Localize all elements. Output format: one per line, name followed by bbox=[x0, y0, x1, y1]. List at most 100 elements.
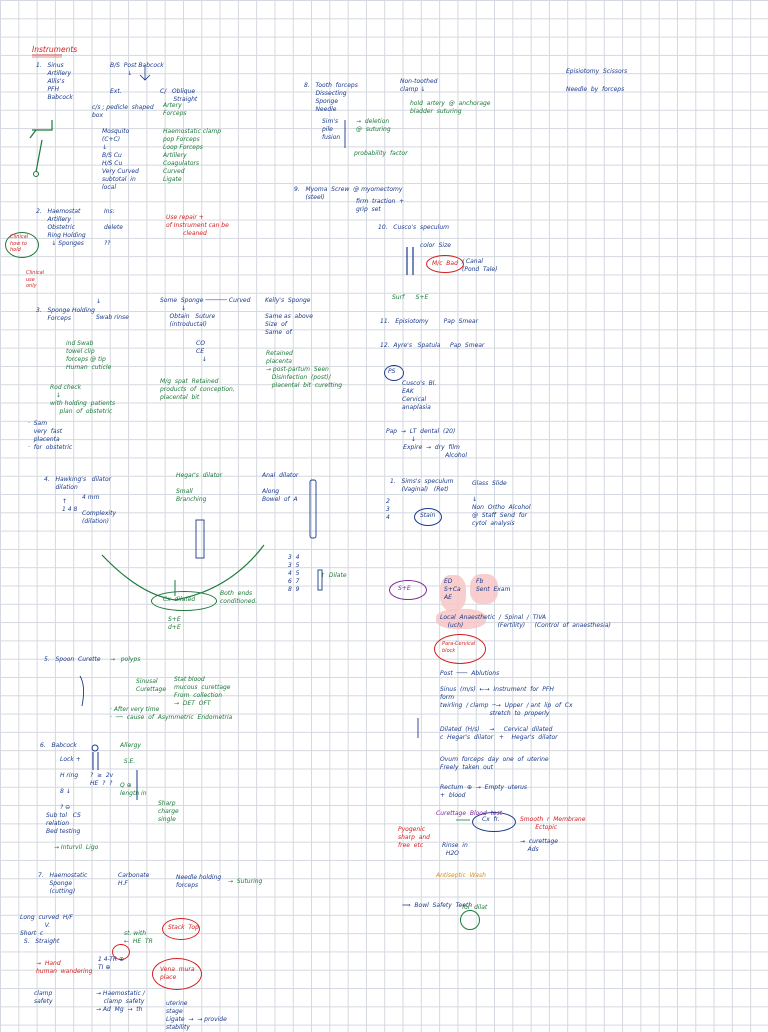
note-r15-e: Post ─── Ablutions bbox=[440, 670, 500, 677]
note-r8-d: → Haemostatic / clamp safety → Ad Mg → t… bbox=[96, 990, 145, 1013]
note-r6-c: Sub tol CS relation Bed testing bbox=[46, 812, 81, 835]
note-r15-circle: Cx fr. bbox=[482, 816, 500, 823]
note-r11-c: / Canal (Pond Tale) bbox=[462, 258, 498, 273]
note-r3-side: · Sam very fast placenta · for obstetric bbox=[28, 420, 73, 451]
note-r6-d: → Inturvil Ligo bbox=[54, 844, 99, 851]
note-r13-b: Cusco's Bl. EAK Cervical anaplasia bbox=[402, 380, 437, 411]
clinical-circle bbox=[5, 232, 39, 258]
red-circle-3 bbox=[112, 944, 130, 960]
note-r1-list: 1. Sinus Artillery Allis's PFH Babcock bbox=[36, 62, 73, 101]
note-r8-b: 1 4-TR ⊕ TI ⊕ bbox=[98, 956, 125, 971]
note-r11-b: color Size bbox=[420, 242, 451, 249]
note-r5-a: → polyps bbox=[110, 656, 141, 663]
highlight-blob-3 bbox=[436, 609, 486, 629]
note-r5-c: Stat blood mucous curettage From collect… bbox=[174, 676, 231, 707]
note-r8-f: st. with ← HE TR bbox=[124, 930, 153, 945]
note-r1-g: Haemostatic clamp pop Forceps Loop Force… bbox=[163, 128, 222, 183]
note-r1-f: Artery Forceps bbox=[163, 102, 187, 117]
red-circle-2 bbox=[152, 958, 202, 990]
note-r15-p: for dilat bbox=[462, 904, 488, 911]
note-r3-h: Retained placenta → post-partum Seen Dis… bbox=[266, 350, 343, 389]
note-r2-circle: Clinical how to hold bbox=[10, 234, 29, 253]
stain-circle bbox=[414, 508, 442, 526]
note-r1-e: c/s ; pedicle shaped box bbox=[92, 104, 154, 119]
note-r6-e: Sharp charge single bbox=[158, 800, 179, 823]
note-r4-sne: S+E d+E bbox=[168, 616, 181, 631]
note-r5: 5. Spoon Curette bbox=[44, 656, 101, 663]
note-r11-red: M/c Bad bbox=[432, 260, 458, 267]
highlight-blob-1 bbox=[440, 575, 466, 611]
note-r3-f: Kelly's Sponge Same as above Size of Sam… bbox=[265, 297, 313, 336]
note-r15-d: Local Anaesthetic / Spinal / TIVA (uch) … bbox=[440, 614, 611, 629]
note-r11-sne: Surf S+E bbox=[392, 294, 429, 301]
note-r7-b: Carbonate H.F bbox=[118, 872, 150, 887]
cxfr-circle bbox=[472, 812, 516, 832]
note-r11: 10. Cusco's speculum bbox=[378, 224, 449, 231]
note-r4-list: 4. Hawking's dilator dilation bbox=[44, 476, 112, 491]
red-circle-1 bbox=[162, 918, 200, 940]
note-r13: 12. Ayre's Spatula Pap Smear bbox=[380, 342, 485, 349]
note-r3-list: 3. Sponge Holding Forceps bbox=[36, 307, 95, 322]
note-r15-red: Para-Cervical block bbox=[442, 641, 476, 654]
note-r15-f: Sinus (m/s) ←→ Instrument for PFH form t… bbox=[440, 686, 573, 717]
note-r9-c: hold artery @ anchorage bladder suturing bbox=[410, 100, 491, 115]
note-r15-k: Smooth r Membrane Ectopic bbox=[520, 816, 586, 831]
note-r15-g: Dilated (H/s) → Cervical dilated c Hegar… bbox=[440, 726, 558, 741]
note-r3-d: Some Sponge ────── Curved ↓ Obtain Sutur… bbox=[160, 297, 251, 328]
note-r4-b: Hegar's dilator Small Branching bbox=[176, 472, 223, 503]
note-r6-a: Lock + H ring 8 ↓ ? ⊖ bbox=[60, 756, 81, 811]
note-r8-e: uterine stage Ligate → → provide stabili… bbox=[166, 1000, 227, 1031]
note-r15-o: ⟹ Bowl Safety Teeth bbox=[402, 902, 473, 909]
note-r15-h: Ovum forceps day one of uterine Freely t… bbox=[440, 756, 549, 771]
note-r4-both: Both ends conditioned. bbox=[220, 590, 258, 605]
note-r8-red1: Stack Top bbox=[168, 924, 199, 931]
note-r3-hand: ind Swab towel clip forceps @ tip Human … bbox=[66, 340, 112, 371]
note-r2-arrow: Clinical use only bbox=[26, 270, 45, 289]
note-r1-mos: Mosquito (C+C) ↓ B/S Cu H/S Cu Very Curv… bbox=[102, 128, 139, 191]
note-r3-g: M/g spat Retained products of conception… bbox=[160, 378, 235, 401]
paracervical-circle bbox=[434, 634, 486, 664]
green-circle-forceps bbox=[460, 910, 480, 930]
note-r12: 11. Episiotomy Pap Smear bbox=[380, 318, 479, 325]
note-r1-c: C/ Oblique Straight bbox=[160, 88, 198, 103]
note-r7-d: → Suturing bbox=[228, 878, 263, 885]
note-r4-nums: 3 4 3 5 4 5 6 7 8 9 bbox=[288, 554, 300, 593]
note-r3-c: Rod check ↓ with holding patients plan o… bbox=[50, 384, 116, 415]
cx-dilated-circle bbox=[151, 591, 217, 611]
note-r15-i: Rectum ⊕ → Empty uterus + blood bbox=[440, 784, 528, 799]
note-r9-b: Non-toothed clamp ↓ bbox=[400, 78, 438, 93]
note-r13-ps: PS bbox=[388, 368, 396, 375]
note-r15-m: → curettage Ads bbox=[520, 838, 558, 853]
highlight-blob-2 bbox=[470, 574, 498, 604]
note-r8-c: clamp safety bbox=[34, 990, 53, 1005]
note-r10: 9. Myoma Screw @ myomectomy (steel) bbox=[294, 186, 403, 201]
note-r3-e: CO CE ↓ bbox=[196, 340, 207, 363]
note-r15-j: Curettage Blood test bbox=[436, 810, 503, 817]
note-r9: 8. Tooth forceps Dissecting Sponge Needl… bbox=[304, 82, 358, 113]
note-r15-c: Fb Sent Exam bbox=[476, 578, 511, 593]
note-r6: 6. Babcock bbox=[40, 742, 77, 749]
note-r4-d: 4 mm Complexity (dilation) bbox=[82, 494, 116, 525]
note-r15-orange: Antiseptic Wash bbox=[436, 872, 486, 879]
note-r6-f: ? ≥ 2v HE ? ? bbox=[90, 772, 114, 787]
note-r5-d: · After very time · ── cause of Asymmetr… bbox=[110, 706, 233, 721]
page-title: Instruments bbox=[32, 45, 78, 54]
note-r6-b: Allergy S.E. Q ⊕ length in bbox=[120, 742, 147, 797]
note-r2-red: Use repair + of Instrument can be cleane… bbox=[166, 214, 229, 237]
note-r4-bottom: Cx dilated bbox=[163, 596, 196, 603]
note-r8-a: → Hand human wandering bbox=[36, 960, 93, 975]
note-r14-b: 2 3 4 bbox=[386, 498, 390, 521]
note-r15-green: Pyogenic sharp and free etc bbox=[398, 826, 430, 849]
note-r9-d: Sim's pile fusion bbox=[322, 118, 341, 141]
note-r15-sne: S+E bbox=[398, 585, 411, 592]
note-top-right: Episiotomy Scissors bbox=[566, 68, 628, 75]
note-r9-e: → deletion @ suturing bbox=[356, 118, 391, 133]
note-r15-b: ED S+Ca AE bbox=[444, 578, 461, 601]
note-r14-circle: Stain bbox=[420, 512, 436, 519]
mc-bad-circle bbox=[426, 255, 464, 273]
note-r14: 1. Sims's speculum (Vaginal) (Ret) bbox=[390, 478, 454, 493]
note-r15-l: Rinse in H2O bbox=[442, 842, 468, 857]
note-r4-dilate: ↑ Dilate bbox=[320, 572, 347, 579]
note-r2-b: Ins: delete ?? bbox=[104, 208, 123, 247]
note-r4-c: Anal dilator Along Bowel of A bbox=[262, 472, 299, 503]
